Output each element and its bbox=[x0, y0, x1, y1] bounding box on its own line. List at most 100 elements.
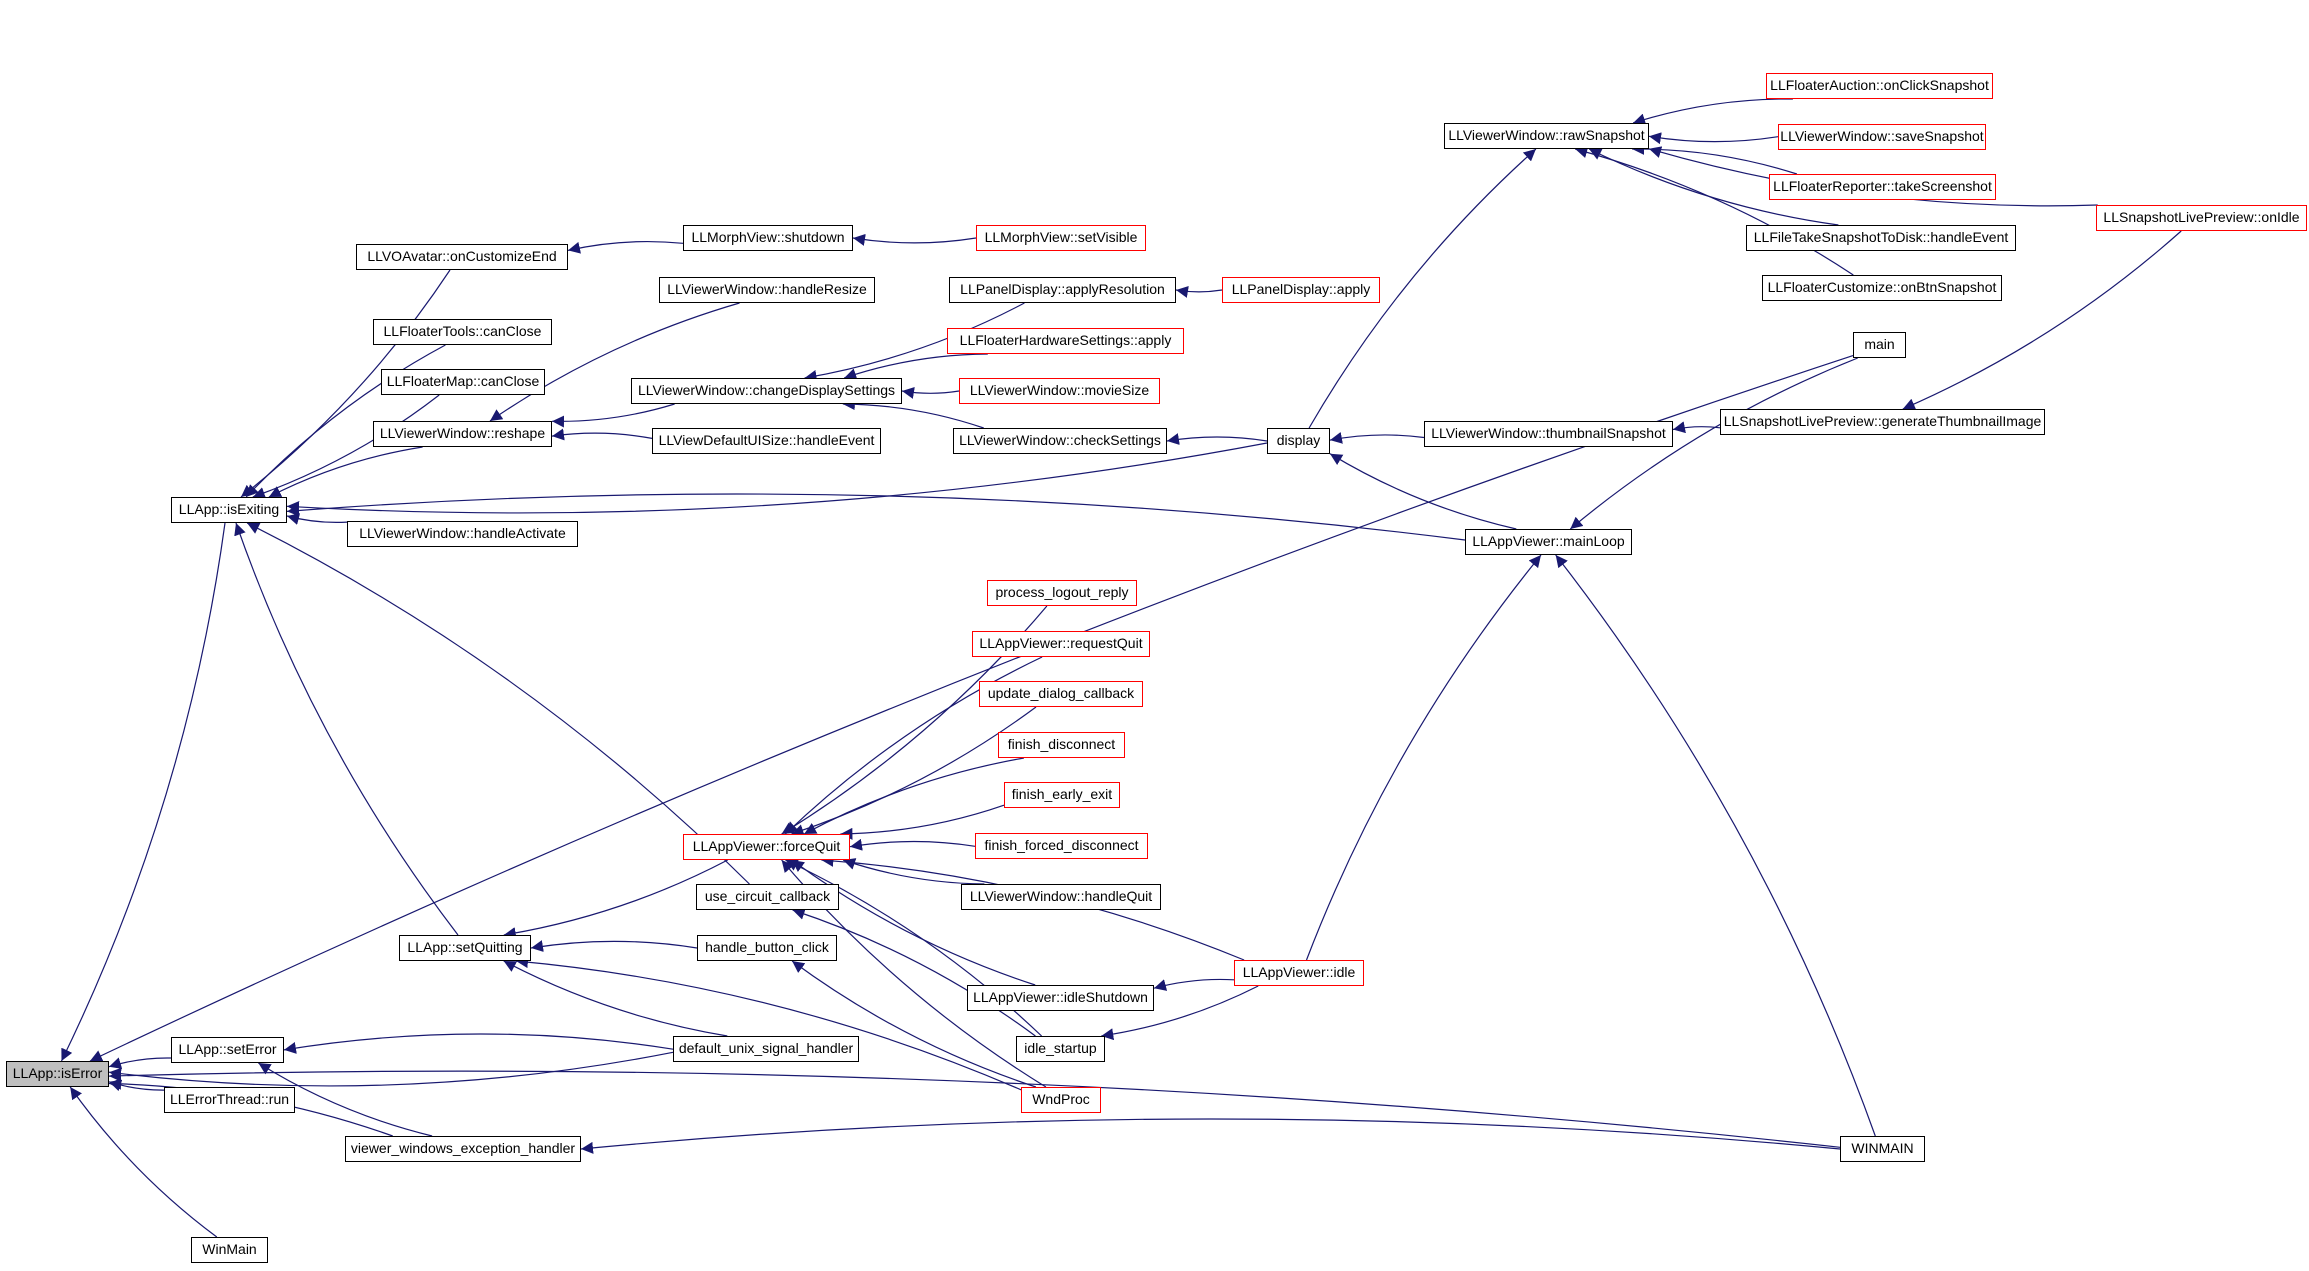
node-handle-activate[interactable]: LLViewerWindow::handleActivate bbox=[347, 521, 578, 547]
edge-WINMAIN-to-vweh bbox=[580, 1118, 1841, 1154]
edge-fhsApply-to-changeDisplay bbox=[844, 353, 988, 380]
node-request-quit[interactable]: LLAppViewer::requestQuit bbox=[972, 631, 1150, 657]
edge-WndProc-to-setQuitting bbox=[515, 956, 1022, 1091]
node-morph-set-visible[interactable]: LLMorphView::setVisible bbox=[976, 225, 1146, 251]
node-is-exiting[interactable]: LLApp::isExiting bbox=[171, 497, 287, 523]
node-winmain[interactable]: WINMAIN bbox=[1840, 1136, 1925, 1162]
node-proc-logout[interactable]: process_logout_reply bbox=[987, 580, 1137, 606]
node-handle-quit[interactable]: LLViewerWindow::handleQuit bbox=[961, 884, 1161, 910]
node-raw-snapshot[interactable]: LLViewerWindow::rawSnapshot bbox=[1444, 123, 1649, 149]
node-idle-shutdown[interactable]: LLAppViewer::idleShutdown bbox=[967, 985, 1154, 1011]
node-take-screenshot[interactable]: LLFloaterReporter::takeScreenshot bbox=[1769, 174, 1996, 200]
node-err-thread-run[interactable]: LLErrorThread::run bbox=[164, 1087, 295, 1113]
edge-applyResolution-to-changeDisplay bbox=[804, 302, 1025, 382]
edge-ftCanClose-to-isExiting bbox=[245, 344, 446, 498]
node-fts-handle[interactable]: LLFileTakeSnapshotToDisk::handleEvent bbox=[1746, 225, 2016, 251]
edge-WINMAIN-to-isError bbox=[108, 1069, 1841, 1148]
node-vweh[interactable]: viewer_windows_exception_handler bbox=[345, 1136, 581, 1162]
edge-unixSig-to-setQuitting bbox=[503, 960, 728, 1037]
node-win-main[interactable]: WinMain bbox=[191, 1237, 268, 1263]
node-on-customize-end[interactable]: LLVOAvatar::onCustomizeEnd bbox=[356, 244, 568, 270]
edge-morphSetVisible-to-morphShutdown bbox=[852, 233, 977, 246]
edge-idleStartup-to-useCircuit bbox=[792, 908, 1036, 1037]
node-idle-startup[interactable]: idle_startup bbox=[1016, 1036, 1105, 1062]
node-change-display[interactable]: LLViewerWindow::changeDisplaySettings bbox=[631, 378, 902, 404]
edge-handleButton-to-setQuitting bbox=[530, 940, 698, 953]
edge-avIdle-to-forceQuit bbox=[821, 854, 1245, 961]
node-fin-early[interactable]: finish_early_exit bbox=[1004, 782, 1120, 808]
edge-onIdle-to-genThumb bbox=[1902, 230, 2182, 410]
edge-pdApply-to-applyResolution bbox=[1175, 285, 1223, 298]
edge-vweh-to-setError bbox=[258, 1062, 433, 1137]
node-main[interactable]: main bbox=[1853, 332, 1906, 358]
node-ft-can-close[interactable]: LLFloaterTools::canClose bbox=[373, 319, 552, 345]
node-fc-btn[interactable]: LLFloaterCustomize::onBtnSnapshot bbox=[1762, 275, 2002, 301]
edge-handleActivate-to-isExiting bbox=[286, 513, 348, 525]
node-movie-size[interactable]: LLViewerWindow::movieSize bbox=[959, 378, 1160, 404]
edge-display-to-rawSnapshot bbox=[1308, 148, 1537, 429]
edge-checkSettings-to-changeDisplay bbox=[842, 398, 984, 429]
node-av-idle[interactable]: LLAppViewer::idle bbox=[1234, 960, 1364, 986]
edge-WINMAIN-to-mainLoop bbox=[1555, 554, 1876, 1137]
edge-forceQuit-to-setQuitting bbox=[503, 859, 728, 939]
edge-setError-to-isError bbox=[108, 1057, 172, 1069]
node-check-settings[interactable]: LLViewerWindow::checkSettings bbox=[953, 428, 1167, 454]
edge-idleShutdown-to-forceQuit bbox=[791, 859, 1036, 986]
edge-mainLoop-to-isExiting bbox=[286, 493, 1466, 541]
edge-reshape-to-isExiting bbox=[268, 446, 423, 498]
node-wnd-proc[interactable]: WndProc bbox=[1021, 1087, 1101, 1113]
node-morph-shutdown[interactable]: LLMorphView::shutdown bbox=[683, 225, 853, 251]
node-fhs-apply[interactable]: LLFloaterHardwareSettings::apply bbox=[947, 328, 1184, 354]
edge-thumbSnap-to-display bbox=[1329, 431, 1425, 444]
node-fin-disconnect[interactable]: finish_disconnect bbox=[998, 732, 1125, 758]
edge-WndProc-to-handleButton bbox=[791, 960, 1037, 1088]
edge-vdefHandle-to-reshape bbox=[551, 428, 653, 441]
edge-display-to-checkSettings bbox=[1166, 433, 1268, 446]
edge-unixSig-to-isError bbox=[108, 1051, 674, 1087]
node-apply-resolution[interactable]: LLPanelDisplay::applyResolution bbox=[949, 277, 1176, 303]
node-handle-button[interactable]: handle_button_click bbox=[697, 935, 837, 961]
node-fin-forced[interactable]: finish_forced_disconnect bbox=[975, 833, 1148, 859]
node-set-error[interactable]: LLApp::setError bbox=[171, 1037, 284, 1063]
node-handle-resize[interactable]: LLViewerWindow::handleResize bbox=[659, 277, 875, 303]
node-unix-sig[interactable]: default_unix_signal_handler bbox=[673, 1036, 859, 1062]
edge-saveSnapshot-to-rawSnapshot bbox=[1648, 132, 1779, 145]
node-force-quit[interactable]: LLAppViewer::forceQuit bbox=[683, 834, 850, 860]
edge-avIdle-to-mainLoop bbox=[1305, 554, 1542, 961]
node-on-idle[interactable]: LLSnapshotLivePreview::onIdle bbox=[2096, 205, 2307, 231]
edge-unixSig-to-setError bbox=[283, 1033, 674, 1054]
edge-requestQuit-to-forceQuit bbox=[784, 656, 1043, 835]
edge-display-to-isExiting bbox=[286, 442, 1268, 514]
node-pd-apply[interactable]: LLPanelDisplay::apply bbox=[1222, 277, 1380, 303]
node-save-snapshot[interactable]: LLViewerWindow::saveSnapshot bbox=[1778, 124, 1986, 150]
edge-finEarly-to-forceQuit bbox=[840, 804, 1005, 840]
edge-movieSize-to-changeDisplay bbox=[901, 386, 960, 399]
node-is-error[interactable]: LLApp::isError bbox=[6, 1061, 109, 1087]
node-gen-thumb[interactable]: LLSnapshotLivePreview::generateThumbnail… bbox=[1720, 409, 2045, 435]
edge-main-to-mainLoop bbox=[1569, 357, 1858, 530]
edge-takeScreenshot-to-rawSnapshot bbox=[1632, 142, 1798, 175]
edge-avIdle-to-idleStartup bbox=[1101, 985, 1259, 1041]
edge-updDialog-to-forceQuit bbox=[791, 706, 1037, 836]
edge-setQuitting-to-isExiting bbox=[234, 522, 459, 936]
edge-finDisconnect-to-forceQuit bbox=[803, 757, 1025, 835]
edge-fcBtn-to-rawSnapshot bbox=[1575, 146, 1854, 276]
node-display[interactable]: display bbox=[1267, 428, 1330, 454]
node-fa-click[interactable]: LLFloaterAuction::onClickSnapshot bbox=[1766, 73, 1993, 99]
node-set-quitting[interactable]: LLApp::setQuitting bbox=[399, 935, 531, 961]
node-main-loop[interactable]: LLAppViewer::mainLoop bbox=[1465, 529, 1632, 555]
edge-handleQuit-to-forceQuit bbox=[842, 858, 985, 885]
edge-main-to-isError bbox=[89, 355, 1854, 1062]
node-vdef-handle[interactable]: LLViewDefaultUISize::handleEvent bbox=[652, 428, 881, 454]
edge-faClick-to-rawSnapshot bbox=[1632, 98, 1793, 126]
edge-changeDisplay-to-reshape bbox=[551, 403, 675, 428]
node-upd-dialog[interactable]: update_dialog_callback bbox=[979, 681, 1143, 707]
node-use-circuit[interactable]: use_circuit_callback bbox=[696, 884, 839, 910]
node-fm-can-close[interactable]: LLFloaterMap::canClose bbox=[381, 369, 545, 395]
edge-handleResize-to-reshape bbox=[489, 302, 740, 422]
edge-isExiting-to-isError bbox=[60, 522, 226, 1062]
node-reshape[interactable]: LLViewerWindow::reshape bbox=[373, 421, 552, 447]
node-thumb-snap[interactable]: LLViewerWindow::thumbnailSnapshot bbox=[1424, 421, 1673, 447]
